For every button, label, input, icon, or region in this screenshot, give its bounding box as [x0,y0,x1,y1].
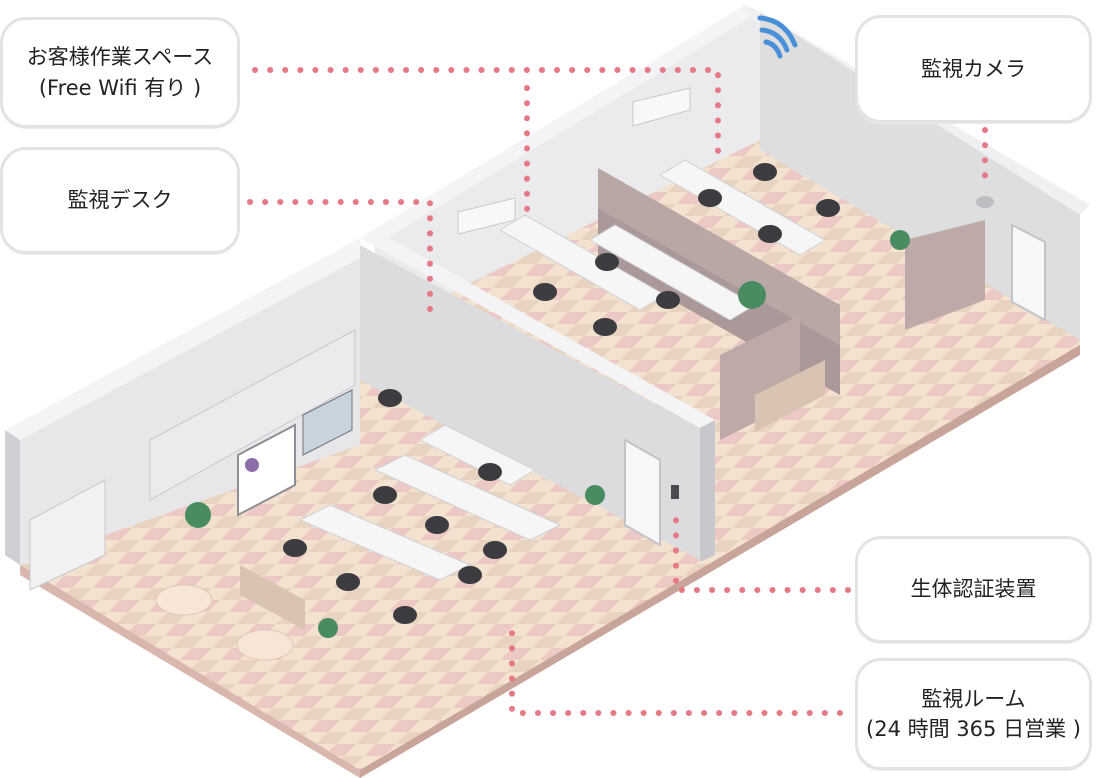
leader-monitoring-room [509,617,843,716]
monitor-screen [302,389,353,456]
label-monitoring-room-hours: (24 時間 365 日営業 ) [866,717,1081,741]
door-right [1011,223,1046,322]
leader-lines [247,67,988,716]
wifi-icon [757,15,798,59]
desks [298,159,826,581]
chairs [283,163,840,624]
air-conditioners [457,87,691,235]
label-biometric: 生体認証装置 [855,536,1092,643]
leader-monitoring-desk [247,199,433,318]
label-monitoring-desk-title: 監視デスク [67,188,173,213]
label-customer-space-note: (Free Wifi 有り ) [38,75,202,100]
label-biometric-title: 生体認証装置 [910,577,1037,602]
door-left [624,438,661,547]
label-camera: 監視カメラ [855,15,1092,123]
cabinets [29,329,825,630]
round-tables [155,584,294,661]
label-customer-space-title: お客様作業スペース [26,45,214,70]
label-monitoring-room-title: 監視ルーム [921,686,1026,711]
label-customer-space: お客様作業スペース (Free Wifi 有り ) [0,17,240,128]
camera-icon [976,196,994,208]
label-camera-title: 監視カメラ [921,56,1026,81]
leader-biometric [673,507,851,593]
label-monitoring-room: 監視ルーム (24 時間 365 日営業 ) [855,658,1092,770]
whiteboard [237,423,296,517]
plants [185,230,910,638]
partition-wall [360,230,715,562]
biometric-device-icon [671,485,679,499]
label-monitoring-desk: 監視デスク [0,147,240,254]
